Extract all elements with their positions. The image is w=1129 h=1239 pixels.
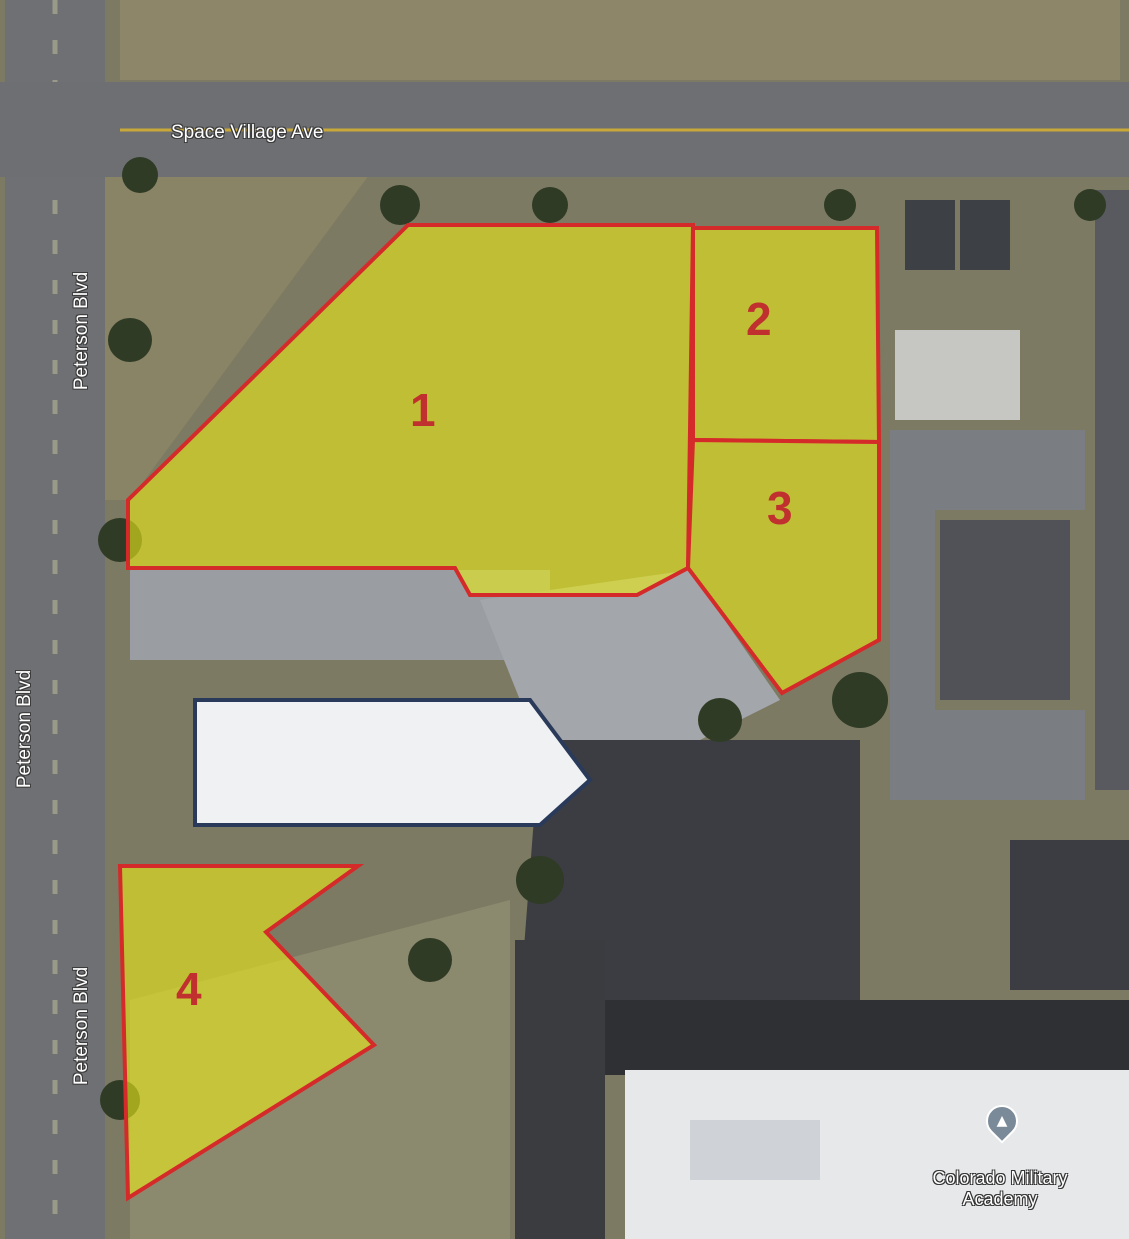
poi-colorado-military-academy[interactable]: Colorado Military Academy	[900, 1168, 1100, 1210]
road-label-peterson-blvd-lower: Peterson Blvd	[71, 966, 92, 1086]
parcel-1-label: 1	[410, 384, 436, 436]
academy-roof-unit	[690, 1120, 820, 1180]
poi-label-line-1: Colorado Military	[932, 1168, 1068, 1188]
field-north	[120, 0, 1120, 80]
parcel-3-label: 3	[767, 482, 793, 534]
parcel-4-shape[interactable]	[117, 864, 378, 1202]
road-label-peterson-blvd-upper: Peterson Blvd	[71, 271, 92, 391]
parcel-2-label: 2	[746, 293, 772, 345]
poi-label-line-2: Academy	[962, 1189, 1038, 1209]
office-building-roof	[193, 698, 593, 827]
solar-array	[600, 1000, 1129, 1075]
parking-lot-east	[1010, 840, 1129, 990]
canopy-a	[905, 200, 955, 270]
parcels-layer	[117, 223, 882, 1202]
parcel-2-shape[interactable]	[691, 226, 882, 445]
parking-lot-south	[515, 940, 605, 1239]
parcel-3-shape[interactable]	[685, 437, 881, 696]
l-shaped-building	[890, 430, 1085, 800]
parking-lot-southeast	[520, 740, 860, 1000]
road-label-peterson-blvd-left: Peterson Blvd	[14, 669, 35, 789]
small-building	[895, 330, 1020, 420]
east-road	[1095, 190, 1129, 790]
road-label-space-village-ave: Space Village Ave	[171, 122, 324, 143]
parking-courtyard	[940, 520, 1070, 700]
parcel-4-label: 4	[176, 963, 202, 1015]
canopy-b	[960, 200, 1010, 270]
field-west	[105, 160, 380, 500]
